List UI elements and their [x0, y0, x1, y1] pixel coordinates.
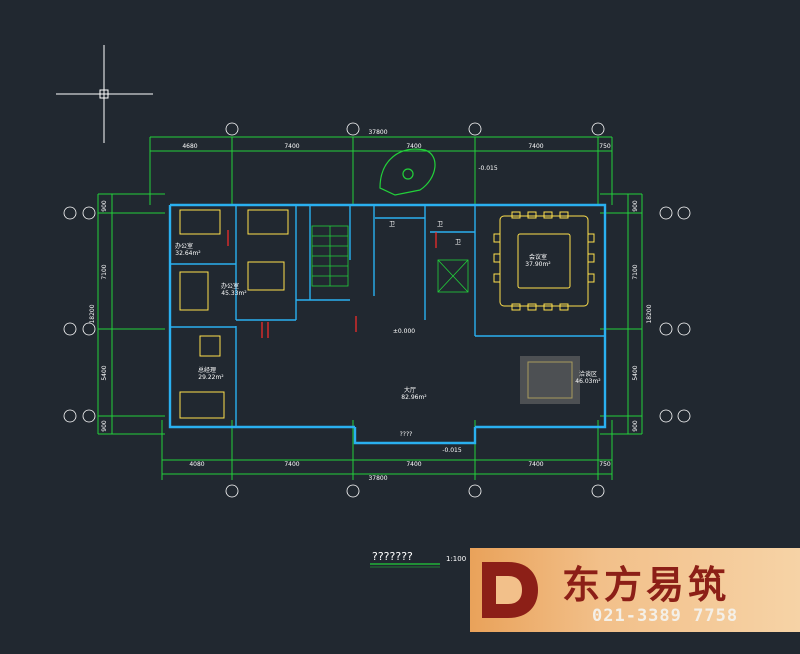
ucs-crosshair-icon: [56, 45, 153, 143]
dim-left-seg2: 7100: [101, 264, 108, 279]
elev-bottom: -0.015: [442, 447, 462, 454]
dim-right-total: 18200: [646, 304, 653, 323]
toilet-label-3: 卫: [455, 239, 461, 246]
dim-left-seg1: 900: [101, 200, 108, 212]
toilet-label-1: 卫: [389, 221, 395, 228]
elev-top: -0.015: [478, 165, 498, 172]
dim-bottom-seg3: 7400: [406, 461, 421, 468]
stair-spiral-icon: [379, 148, 436, 196]
drawing-title-block: ??????? 1:100: [370, 550, 466, 568]
room2-name: 办公室: [221, 282, 239, 290]
dim-top-seg1: 4680: [182, 143, 197, 150]
dimension-lines: [97, 136, 643, 480]
room3-area: 29.22m²: [198, 374, 224, 381]
dim-right-seg1: 900: [632, 200, 639, 212]
dim-left-seg4: 900: [101, 420, 108, 432]
room5-name: 大厅: [404, 386, 416, 394]
dim-top-seg3: 7400: [406, 143, 421, 150]
dim-left-seg3: 5400: [101, 365, 108, 380]
center-elevation: ±0.000: [393, 328, 415, 335]
dim-right-seg3: 5400: [632, 365, 639, 380]
dim-bottom-total: 37800: [368, 475, 387, 482]
room6-area: 46.03m²: [575, 378, 601, 385]
room1-area: 32.64m²: [175, 250, 201, 257]
dim-bottom-seg2: 7400: [284, 461, 299, 468]
drawing-scale: 1:100: [446, 555, 466, 563]
entrance-label: ????: [400, 431, 413, 438]
dim-right-seg2: 7100: [632, 264, 639, 279]
room4-name: 会议室: [529, 253, 547, 261]
company-phone: 021-3389 7758: [592, 606, 739, 626]
dim-top-seg6: 750: [599, 143, 611, 150]
room1-name: 办公室: [175, 242, 193, 250]
company-logo-banner: 东方易筑 021-3389 7758: [470, 548, 800, 632]
room6-name: 洽谈区: [579, 370, 597, 378]
dim-top-total: 37800: [368, 129, 387, 136]
dim-bottom-seg4: 7400: [528, 461, 543, 468]
dim-left-total: 18200: [89, 304, 96, 323]
outer-walls: [168, 203, 607, 445]
top-axis-grid: [63, 122, 691, 498]
room2-area: 45.33m²: [221, 290, 247, 297]
drawing-title: ???????: [372, 550, 413, 563]
dim-bottom-seg1: 4080: [189, 461, 204, 468]
meeting-chairs: [493, 211, 595, 311]
dim-bottom-seg5: 750: [599, 461, 611, 468]
room4-area: 37.90m²: [525, 261, 551, 268]
doors: [227, 230, 437, 338]
stairs: [311, 225, 469, 293]
dim-top-seg2: 7400: [284, 143, 299, 150]
company-name: 东方易筑: [562, 563, 731, 607]
dim-top-seg4: 7400: [528, 143, 543, 150]
reception-rug: [520, 356, 580, 404]
dimension-texts: 37800 4680 7400 7400 7400 750 4080 7400 …: [89, 129, 653, 482]
room5-area: 82.96m²: [401, 394, 427, 401]
toilet-label-2: 卫: [437, 221, 443, 228]
inner-walls: [170, 205, 605, 427]
dim-right-seg4: 900: [632, 420, 639, 432]
room3-name: 总经理: [198, 366, 216, 374]
room-labels: 办公室 32.64m² 办公室 45.33m² 总经理 29.22m² 会议室 …: [175, 165, 601, 454]
logo-d-icon: [482, 562, 538, 618]
